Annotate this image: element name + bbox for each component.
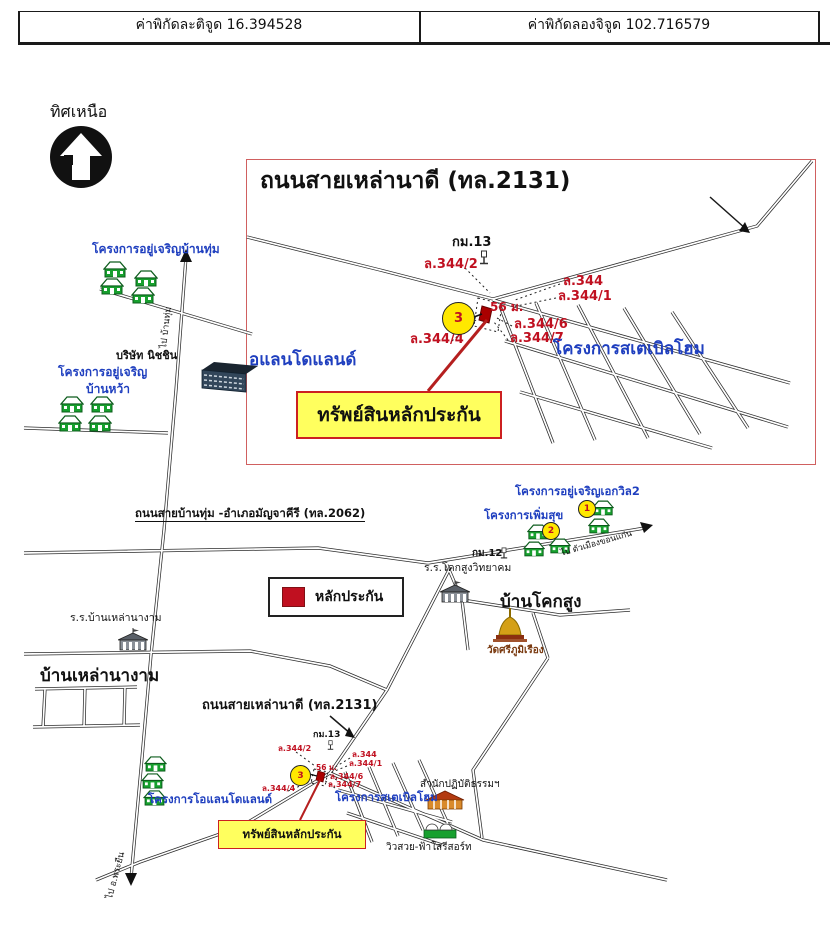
collateral-callout-inset: ทรัพย์สินหลักประกัน xyxy=(296,391,502,439)
longitude-cell: ค่าพิกัดลองจิจูด 102.716579 xyxy=(527,17,711,33)
parcel-label-l344-7-inset: ล.344/7 xyxy=(510,331,564,346)
road-label-2131: ถนนสายเหล่านาดี (ทล.2131) xyxy=(202,698,378,713)
village-label-koksung: บ้านโคกสูง xyxy=(500,592,582,612)
project-label-banthum: โครงการอยู่เจริญบ้านทุ่ม xyxy=(92,242,220,256)
road-label-2062: ถนนสายบ้านทุ่ม -อำเภอมัญจาคีรี (ทล.2062) xyxy=(135,506,366,522)
resort-label: วิวสวย-ฟ้าใสรีสอร์ท xyxy=(386,842,472,853)
school-icon-laonangam xyxy=(118,628,148,651)
header-tick-middle xyxy=(419,11,421,42)
inset-title-arrow xyxy=(709,196,750,233)
distance-label-main: 56 ม. xyxy=(316,763,337,772)
site-circle-2: 2 xyxy=(542,522,560,540)
parcel-label-l344-4-main: ล.344/4 xyxy=(262,784,296,793)
parcel-label-l344-1-main: ล.344/1 xyxy=(349,759,383,768)
inset-frame xyxy=(246,159,816,465)
project-label-ucharoen: โครงการอยู่เจริญ xyxy=(58,365,148,379)
collateral-text-main: ทรัพย์สินหลักประกัน xyxy=(242,826,342,841)
school-icon-koksung xyxy=(440,580,470,603)
header-bottom-rule xyxy=(18,42,830,45)
legend-label: หลักประกัน xyxy=(315,589,384,605)
collateral-marker-inset xyxy=(426,305,493,392)
parcel-label-l344-main: ล.344 xyxy=(352,750,377,759)
inset-road-title: ถนนสายเหล่านาดี (ทล.2131) xyxy=(260,168,571,194)
site-number-2: 2 xyxy=(547,526,555,536)
site-circle-inset: 3 xyxy=(442,302,475,335)
house-icons-banwha xyxy=(58,396,114,432)
km13-label-main: กม.13 xyxy=(313,730,341,740)
parcel-label-l344-2-inset: ล.344/2 xyxy=(424,257,478,272)
meditation-center-icon xyxy=(425,790,465,810)
north-arrow-icon xyxy=(50,126,112,188)
site-number-3: 3 xyxy=(297,770,304,781)
collateral-callout-main: ทรัพย์สินหลักประกัน xyxy=(218,820,366,849)
inset-km13-label: กม.13 xyxy=(452,235,492,250)
parcel-label-l344-1-inset: ล.344/1 xyxy=(558,289,612,304)
parcel-label-l344-6-inset: ล.344/6 xyxy=(514,317,568,332)
project-label-orlando-inset: อแลนโดแลนด์ xyxy=(249,350,357,370)
km13-post-icon-main xyxy=(327,740,334,750)
km13-post-icon-inset xyxy=(479,250,489,265)
collateral-marker-main xyxy=(299,770,326,821)
project-label-ekwin2: โครงการอยู่เจริญเอกวิล2 xyxy=(515,484,640,498)
collateral-text: ทรัพย์สินหลักประกัน xyxy=(317,404,481,426)
header-tick-left xyxy=(18,11,20,42)
parcel-label-l344-7-main: ล.344/7 xyxy=(328,780,362,789)
site-circle-1: 1 xyxy=(578,500,596,518)
header-tick-right xyxy=(818,11,820,42)
north-label: ทิศเหนือ xyxy=(50,102,108,121)
site-number: 3 xyxy=(453,311,464,326)
school-label-laonangam: ร.ร.บ้านเหล่านางาม xyxy=(70,612,162,624)
distance-label-inset: 56 ม. xyxy=(490,300,524,314)
site-number-1: 1 xyxy=(583,504,591,514)
parcel-label-l344-inset: ล.344 xyxy=(563,274,604,289)
road-2131-label-arrow xyxy=(329,715,355,738)
parcel-label-l344-6-main: ล.344/6 xyxy=(330,772,364,781)
legend-box: หลักประกัน xyxy=(268,577,404,617)
resort-icon xyxy=(423,823,457,839)
parcel-label-l344-2-main: ล.344/2 xyxy=(278,744,312,753)
project-label-stable-main: โครงการสเตเบิลโฮม xyxy=(335,790,438,804)
project-label-orlando-main: โครงการโอแลนโดแลนด์ xyxy=(148,792,273,806)
latitude-cell: ค่าพิกัดละติจูด 16.394528 xyxy=(135,17,303,33)
parcel-label-l344-4-inset: ล.344/4 xyxy=(410,332,464,347)
km12-label: กม.12 xyxy=(472,548,503,559)
office-building-icon xyxy=(201,362,258,393)
meditation-center-label: สำนักปฏิบัติธรรมฯ xyxy=(420,779,500,790)
village-label-laonangam: บ้านเหล่านางาม xyxy=(40,666,160,686)
legend-collateral-swatch xyxy=(282,587,305,607)
temple-label: วัดศรีภูมิเรือง xyxy=(487,645,544,656)
project-label-banwha: บ้านหว้า xyxy=(86,382,130,396)
company-label-nisshin: บริษัท นิชชิน xyxy=(116,349,178,362)
project-label-permsuk: โครงการเพิ่มสุข xyxy=(484,508,564,522)
road-arrowheads xyxy=(125,249,653,886)
school-label-koksung: ร.ร.โคกสูงวิทยาคม xyxy=(424,562,512,574)
site-circle-3-main: 3 xyxy=(290,765,311,786)
temple-pagoda-icon xyxy=(493,608,527,642)
project-label-stable-inset: โครงการสเตเบิลโฮม xyxy=(553,339,705,359)
